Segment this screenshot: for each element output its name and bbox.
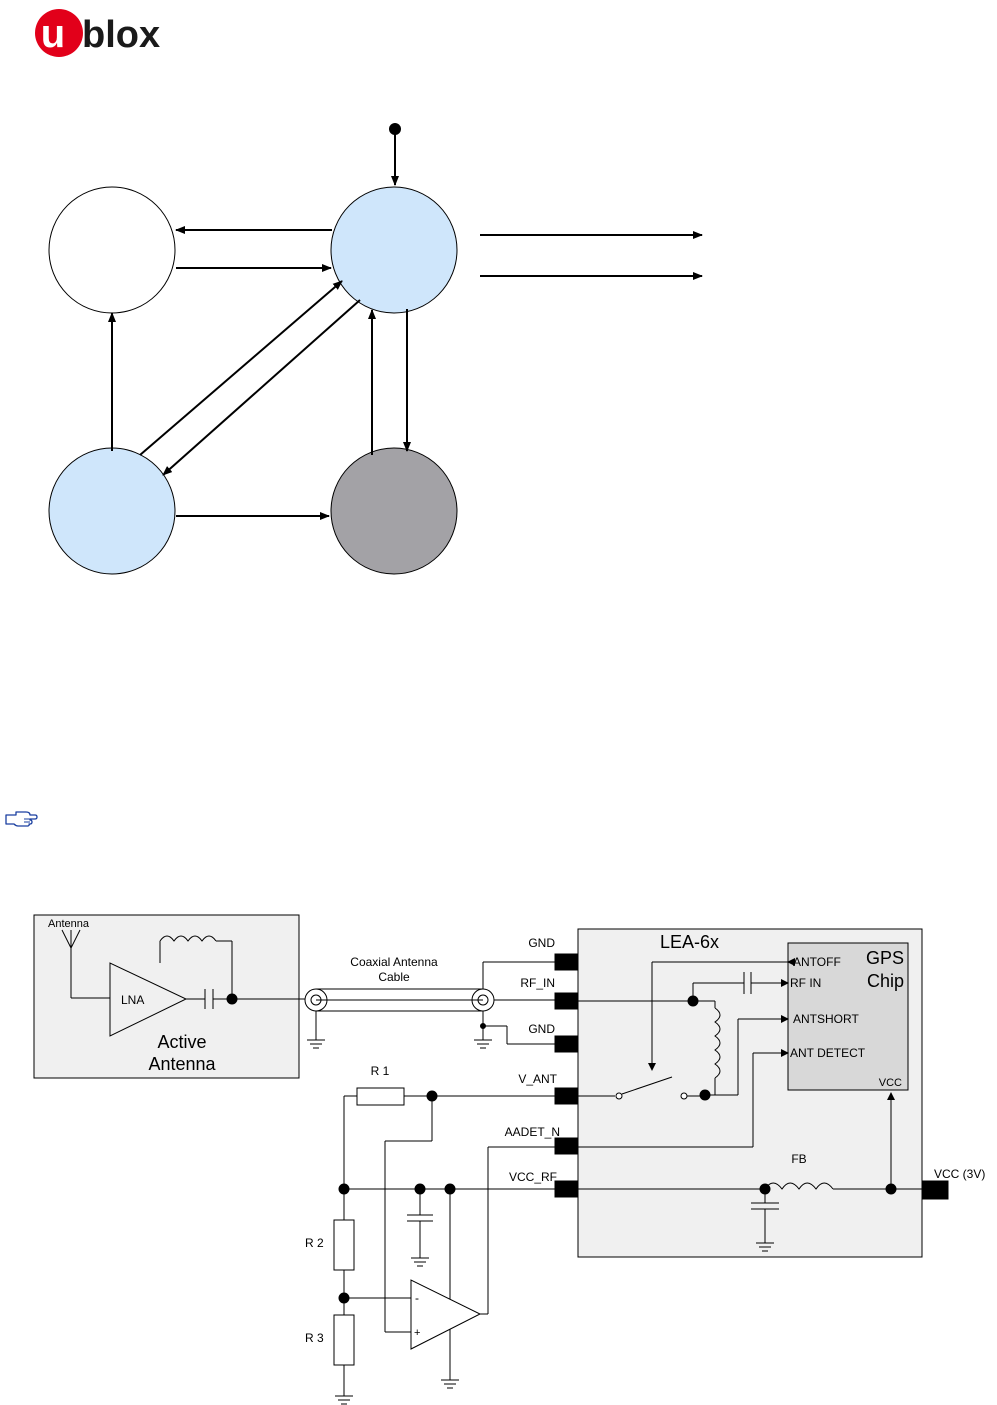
comparator-opamp [410,1279,482,1350]
pointing-hand-icon [5,811,38,827]
ferrite-bead-inductor [764,1182,834,1190]
coax-label-2: Cable [378,970,410,984]
resistor-r2 [333,1219,355,1271]
resistor-r1 [356,1087,405,1106]
pin-gnd-top [554,953,579,971]
chip-pin-antoff: ANTOFF [793,955,841,969]
pin-label-v-ant: V_ANT [518,1072,557,1086]
ferrite-bead-label: FB [791,1152,806,1166]
opamp-minus-label: - [415,1291,419,1305]
antenna-symbol-icon [61,929,110,999]
pin-label-rf-in: RF_IN [520,976,555,990]
antenna-inductor [159,935,217,942]
active-antenna-title-2: Antenna [148,1054,216,1074]
logo-u-letter: u [41,12,65,56]
initial-state-dot [389,123,401,135]
resistor-r1-label: R 1 [371,1064,390,1078]
pin-vcc-out [921,1180,949,1200]
state-node-bottom-center [330,447,458,575]
active-antenna-title-1: Active [157,1032,206,1052]
transition-bl-to-tc [139,280,343,456]
antenna-label: Antenna [48,918,90,930]
opamp-plus-label: + [414,1327,420,1339]
state-node-top-left [48,186,176,314]
state-node-bottom-left [48,447,176,575]
coaxial-cable [304,988,495,1012]
gps-chip-box [787,942,909,1091]
chip-pin-rf-in: RF IN [790,976,821,990]
chip-pin-vcc: VCC [879,1077,902,1089]
pin-label-aadet-n: AADET_N [505,1125,560,1139]
logo-word: blox [82,14,160,56]
transition-tc-to-bl [162,299,361,476]
state-node-top-center [330,186,458,314]
gps-chip-label-1: GPS [866,948,904,968]
pin-label-vcc-rf: VCC_RF [509,1170,557,1184]
ublox-logo: u blox [35,9,160,57]
pin-label-gnd-bottom: GND [528,1022,555,1036]
pin-label-gnd-top: GND [528,936,555,950]
lna-amplifier [109,962,188,1037]
pin-rf-in [554,992,579,1010]
chip-pin-antshort: ANTSHORT [793,1012,859,1026]
coax-label-1: Coaxial Antenna [350,955,438,969]
gps-chip-label-2: Chip [867,971,904,991]
state-diagram [48,123,703,575]
antenna-supervisor-circuit: Antenna LNA Active Antenna Coaxial Anten… [33,914,985,1405]
logo-red-circle [35,9,83,57]
vcc-out-label: VCC (3V) [934,1167,985,1181]
pin-gnd-bottom [554,1035,579,1053]
rf-choke-inductor [714,1007,721,1079]
pin-vcc-rf [554,1180,579,1198]
pin-v-ant [554,1087,579,1105]
resistor-r2-label: R 2 [305,1236,324,1250]
resistor-r3 [333,1314,355,1366]
chip-pin-ant-detect: ANT DETECT [790,1046,866,1060]
lna-label: LNA [121,993,144,1007]
resistor-r3-label: R 3 [305,1331,324,1345]
module-title: LEA-6x [660,932,719,952]
pin-aadet-n [554,1137,579,1155]
